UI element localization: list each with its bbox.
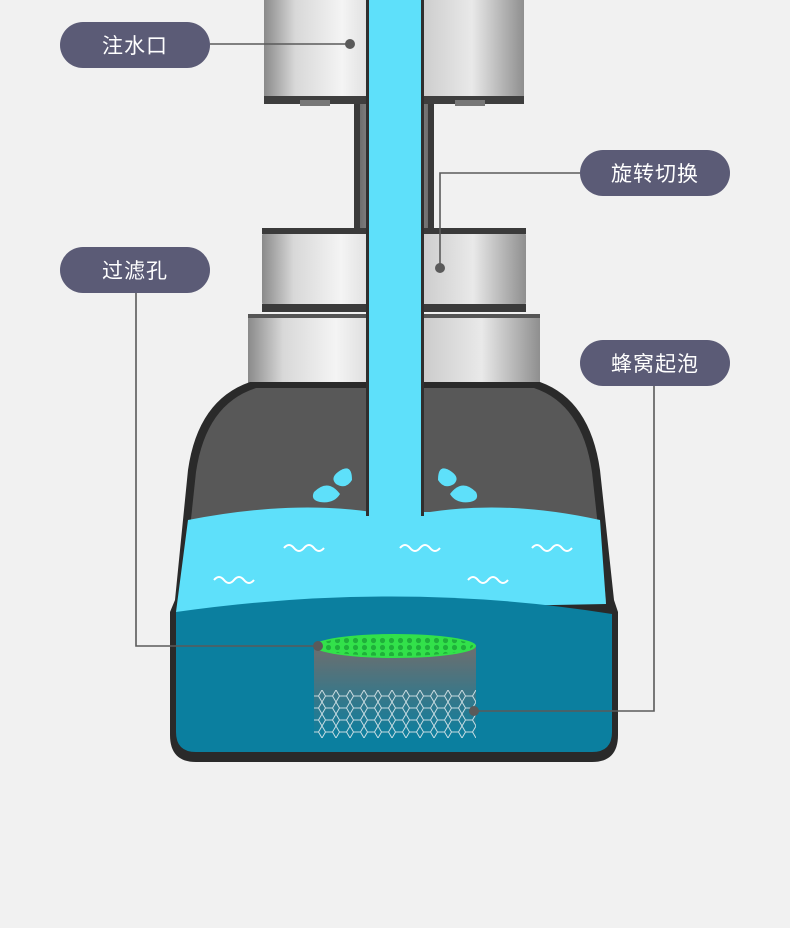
water-droplet-icon <box>312 468 352 503</box>
water-inlet-label: 注水口 <box>60 22 210 68</box>
filter-cylinder <box>314 634 476 738</box>
wave-icon <box>213 544 573 584</box>
water-droplet-icon <box>438 468 478 503</box>
honeycomb-bubbling-label: 蜂窝起泡 <box>580 340 730 386</box>
leader-lines <box>135 43 655 712</box>
water-stream <box>369 0 421 516</box>
leader-dots <box>313 39 479 716</box>
filter-holes-label: 过滤孔 <box>60 247 210 293</box>
aerator-body <box>170 382 618 762</box>
rotation-switch-label: 旋转切换 <box>580 150 730 196</box>
